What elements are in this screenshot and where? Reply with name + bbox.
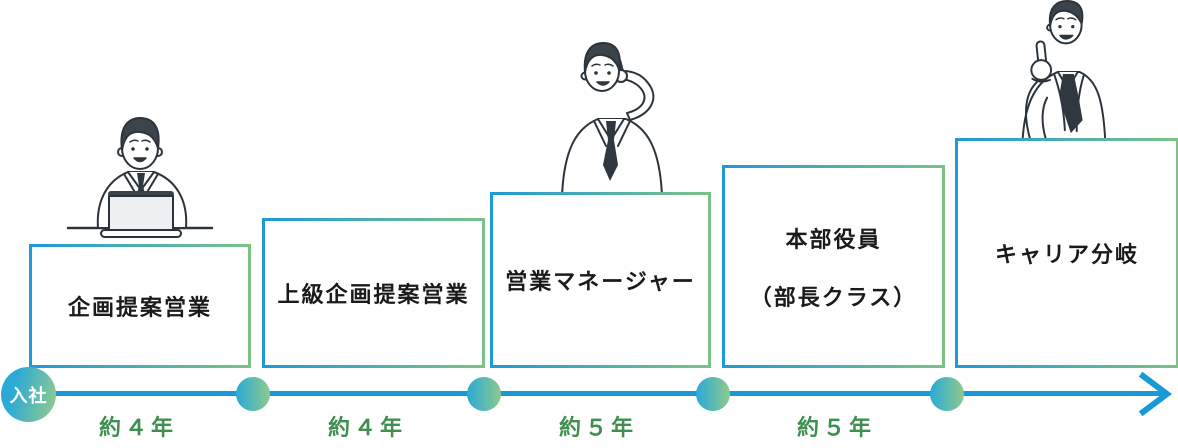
- duration-label-2: 約４年: [327, 415, 406, 440]
- man-thumbs-up-illustration: [1021, 0, 1107, 140]
- step-label: 上級企画提案営業: [277, 282, 470, 307]
- timeline-dot-3: [696, 377, 730, 411]
- step-box-4: 本部役員 （部長クラス）: [722, 165, 945, 368]
- duration-label-4: 約５年: [796, 415, 875, 440]
- timeline-dot-1: [236, 377, 270, 411]
- step-label-sub: （部長クラス）: [749, 284, 918, 310]
- step-label: 企画提案営業: [67, 295, 212, 320]
- step-box-5: キャリア分岐: [955, 138, 1178, 368]
- step-box-2: 上級企画提案営業: [262, 218, 485, 368]
- step-label: 営業マネージャー: [505, 269, 696, 294]
- duration-label-1: 約４年: [98, 415, 177, 440]
- step-box-3: 営業マネージャー: [490, 192, 711, 368]
- step-label: 本部役員: [785, 226, 882, 252]
- step-label: キャリア分岐: [994, 242, 1139, 267]
- arrow-right-icon: [1138, 371, 1172, 417]
- timeline-dot-4: [930, 377, 964, 411]
- start-label: 入社: [9, 385, 48, 406]
- duration-label-3: 約５年: [558, 415, 637, 440]
- start-circle: 入社: [1, 367, 56, 422]
- man-on-phone-illustration: [561, 42, 663, 194]
- timeline-line: [24, 391, 1162, 396]
- timeline-dot-2: [467, 377, 501, 411]
- step-box-1: 企画提案営業: [29, 244, 251, 368]
- man-at-laptop-illustration: [66, 117, 214, 238]
